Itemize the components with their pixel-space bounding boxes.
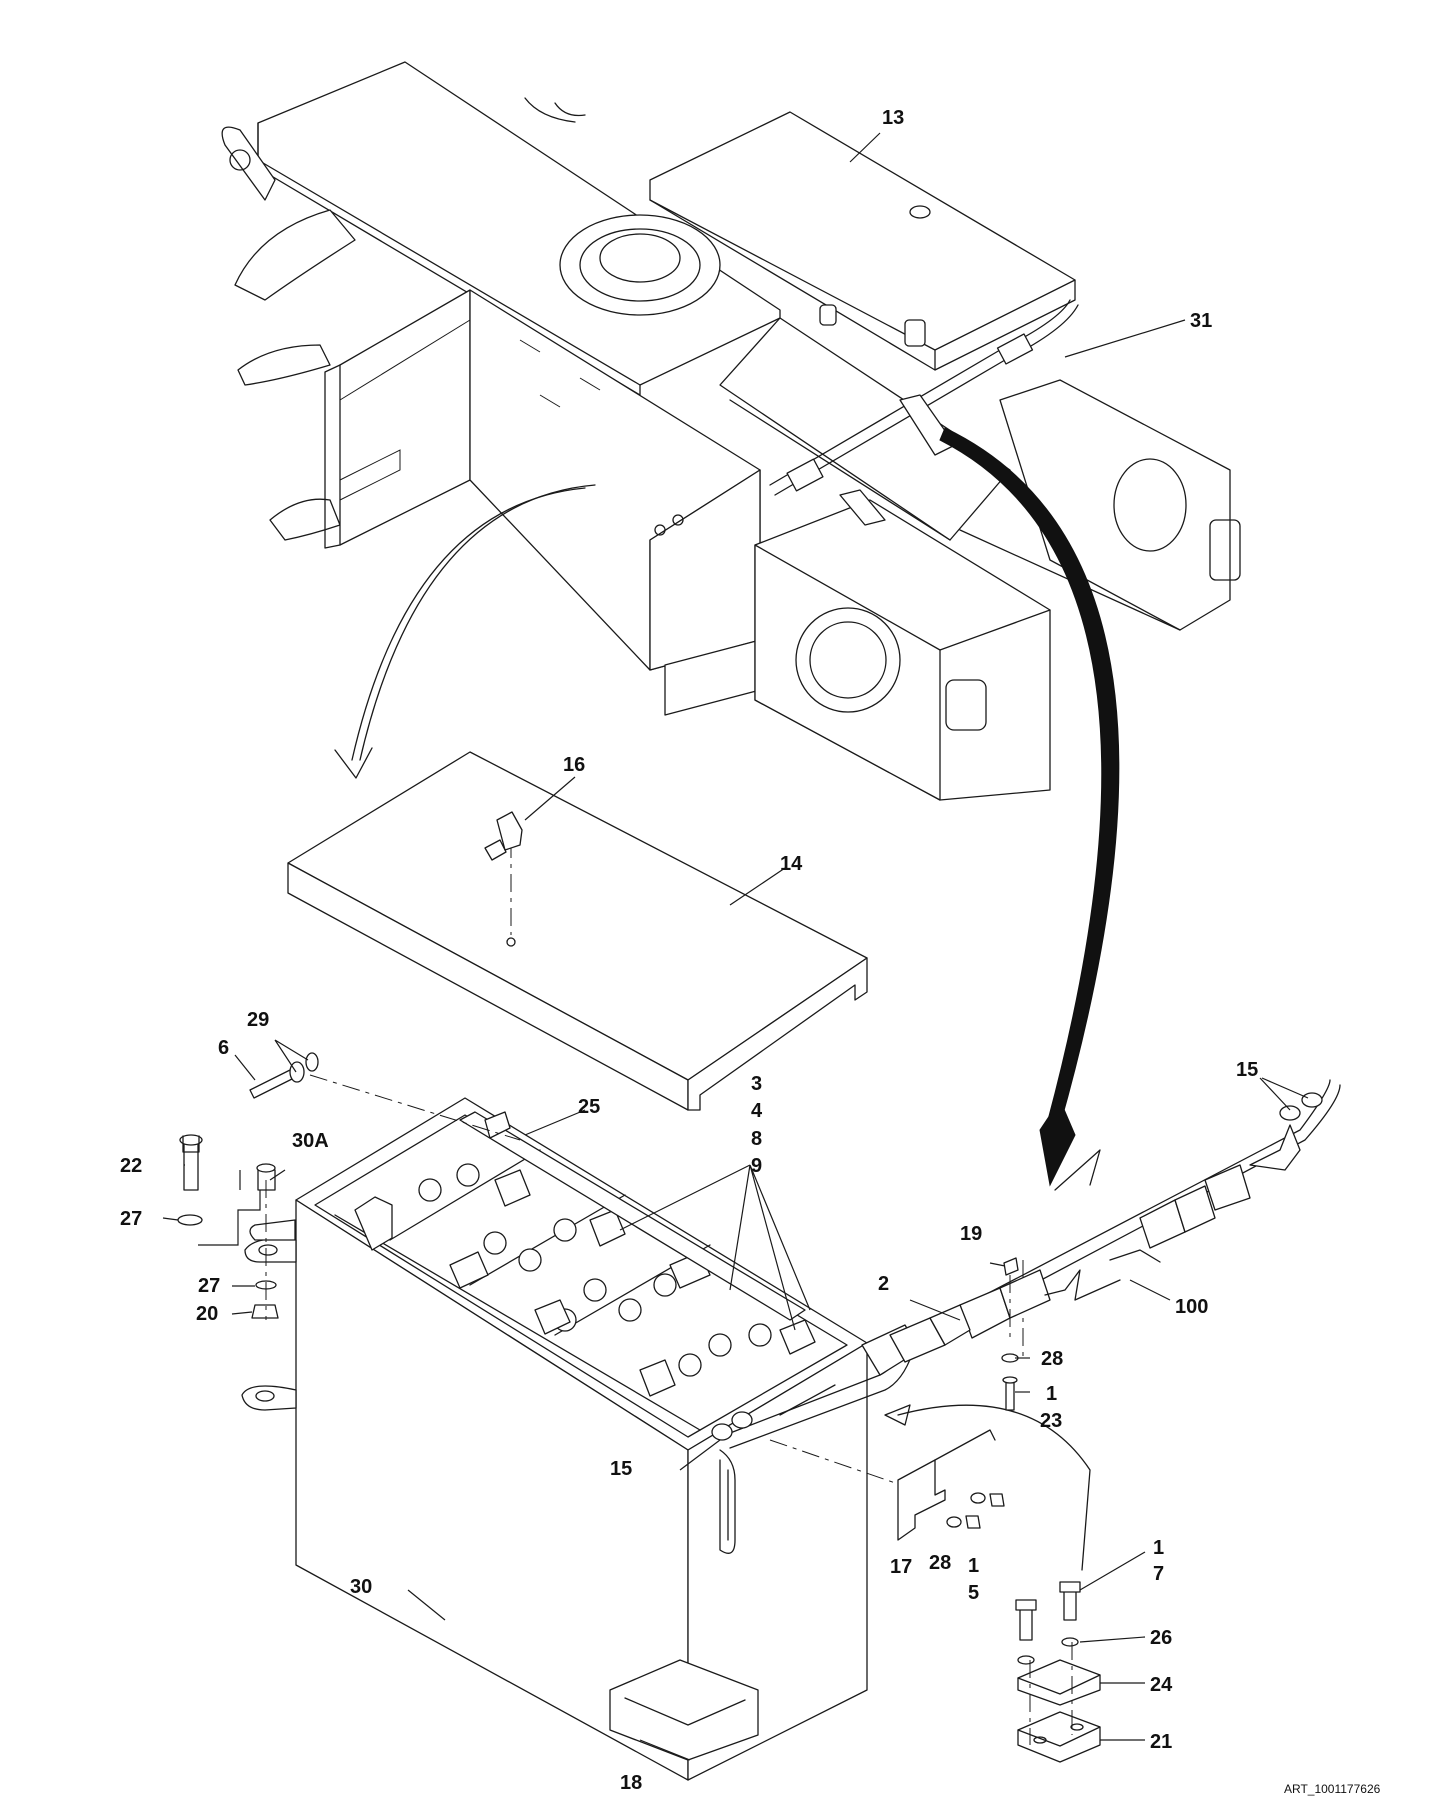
callout-19: 19 [960, 1223, 982, 1245]
callout-30: 30 [350, 1576, 372, 1598]
callout-28-lower: 28 [929, 1552, 951, 1574]
mounting-bracket [897, 1429, 1005, 1541]
callout-27-upper: 27 [120, 1208, 142, 1230]
callout-15-lower: 15 [610, 1458, 632, 1480]
callout-23: 23 [1040, 1410, 1062, 1432]
callout-28-upper: 28 [1041, 1348, 1063, 1370]
callout-7: 7 [1153, 1563, 1164, 1585]
direction-arrows [334, 427, 1120, 1571]
callout-13: 13 [882, 107, 904, 129]
callout-30a: 30A [292, 1130, 329, 1152]
callout-20: 20 [196, 1303, 218, 1325]
callout-31: 31 [1190, 310, 1212, 332]
leader-lines [162, 132, 1309, 1761]
callout-14: 14 [780, 853, 803, 875]
battery-terminals [418, 1163, 772, 1377]
callout-5: 5 [968, 1582, 979, 1604]
hold-down-clamp [1015, 1581, 1101, 1763]
callout-27-lower: 27 [198, 1275, 220, 1297]
callout-1-clamp: 1 [1153, 1537, 1164, 1559]
callout-18: 18 [620, 1772, 642, 1794]
callout-15-upper: 15 [1236, 1059, 1258, 1081]
callout-labels: 13 31 16 14 29 6 3 4 8 9 25 22 30A 27 27… [120, 107, 1381, 1796]
callout-8: 8 [751, 1128, 762, 1150]
callout-1-upper: 1 [1046, 1383, 1057, 1405]
callout-100: 100 [1175, 1296, 1208, 1318]
callout-25: 25 [578, 1096, 600, 1118]
callout-17: 17 [890, 1556, 912, 1578]
callout-9: 9 [751, 1155, 762, 1177]
art-id-label: ART_1001177626 [1284, 1782, 1381, 1796]
callout-16: 16 [563, 754, 585, 776]
left-hardware [177, 1052, 319, 1320]
callout-3: 3 [751, 1073, 762, 1095]
callout-24: 24 [1150, 1674, 1173, 1696]
battery-cable-harness [711, 1079, 1341, 1449]
callout-4: 4 [751, 1100, 763, 1122]
callout-6: 6 [218, 1037, 229, 1059]
callout-22: 22 [120, 1155, 142, 1177]
callout-26: 26 [1150, 1627, 1172, 1649]
callout-1-lower: 1 [968, 1555, 979, 1577]
callout-29: 29 [247, 1009, 269, 1031]
callout-2: 2 [878, 1273, 889, 1295]
chassis-frame [221, 61, 1241, 801]
battery-box [241, 1097, 868, 1781]
callout-21: 21 [1150, 1731, 1172, 1753]
battery-cover [287, 751, 868, 1111]
